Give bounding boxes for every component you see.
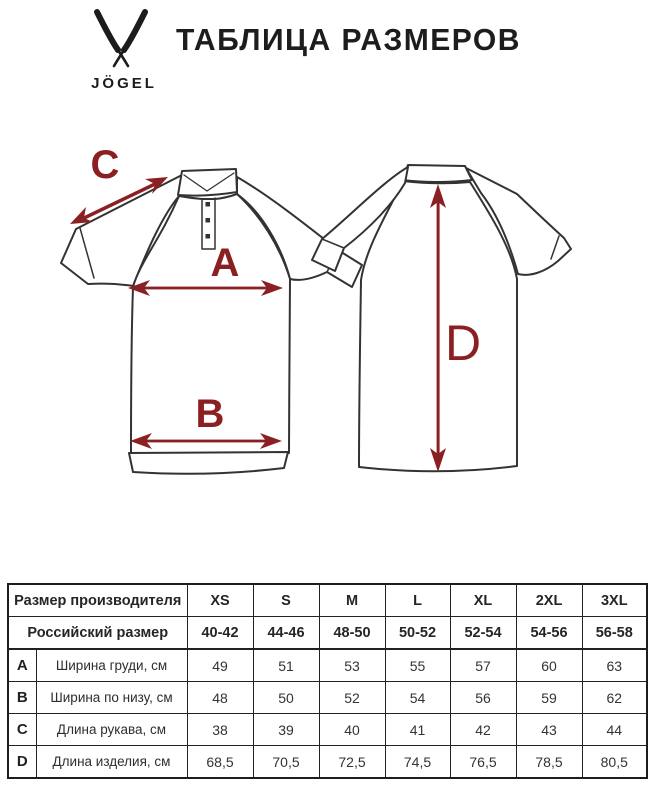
row-label: Длина рукава, см — [35, 713, 188, 746]
value-cell: 53 — [318, 648, 386, 682]
measure-labels: A B C D — [91, 143, 482, 436]
arrow-a-left-head — [128, 280, 150, 296]
arrow-d-top-head — [430, 184, 446, 208]
value-cell: 57 — [449, 648, 517, 682]
value-cell: 40 — [318, 713, 386, 746]
label-d: D — [445, 315, 481, 371]
ru-size-cell: 54-56 — [515, 616, 583, 650]
value-cell: 52 — [318, 681, 386, 714]
value-cell: 41 — [384, 713, 451, 746]
value-cell: 42 — [449, 713, 517, 746]
size-3xl: 3XL — [581, 583, 648, 617]
value-cell: 80,5 — [581, 745, 648, 779]
size-s: S — [252, 583, 320, 617]
back-left-sleeve — [311, 166, 409, 272]
ru-size-cell: 52-54 — [449, 616, 517, 650]
front-collar — [177, 168, 238, 197]
row-letter: A — [7, 648, 37, 682]
value-cell: 63 — [581, 648, 648, 682]
value-cell: 62 — [581, 681, 648, 714]
row-label: Длина изделия, см — [35, 745, 188, 779]
arrow-b-right-head — [260, 433, 282, 449]
value-cell: 44 — [581, 713, 648, 746]
label-a: A — [211, 241, 240, 285]
russian-size-label: Российский размер — [7, 616, 188, 650]
value-cell: 49 — [186, 648, 254, 682]
value-cell: 72,5 — [318, 745, 386, 779]
ru-size-cell: 48-50 — [318, 616, 386, 650]
front-hem-band — [128, 451, 289, 475]
manufacturer-size-row: Размер производителя XS S M L XL 2XL 3XL — [7, 583, 648, 617]
value-cell: 43 — [515, 713, 583, 746]
value-cell: 70,5 — [252, 745, 320, 779]
measure-arrows — [70, 177, 446, 472]
size-table: Размер производителя XS S M L XL 2XL 3XL… — [7, 583, 648, 779]
brand-name: JÖGEL — [91, 75, 157, 92]
value-cell: 54 — [384, 681, 451, 714]
size-2xl: 2XL — [515, 583, 583, 617]
measure-row-c: C Длина рукава, см 38 39 40 41 42 43 44 — [7, 713, 648, 746]
front-placket — [201, 197, 216, 250]
ru-size-cell: 50-52 — [384, 616, 451, 650]
ru-size-cell: 56-58 — [581, 616, 648, 650]
arrow-c-shaft — [80, 182, 157, 221]
front-collar-fold — [183, 172, 235, 192]
arrow-c-upper-head — [145, 177, 168, 194]
ru-size-cell: 40-42 — [186, 616, 254, 650]
jogel-logo-icon — [94, 9, 148, 68]
arrow-b-shaft — [144, 439, 268, 443]
placket-buttons — [205, 202, 210, 239]
row-letter: D — [7, 745, 37, 779]
arrow-d-shaft — [436, 199, 440, 457]
label-c: C — [91, 143, 120, 187]
back-right-cuff-line — [550, 235, 560, 260]
page-title: ТАБЛИЦА РАЗМЕРОВ — [176, 22, 521, 57]
back-left-cuff-line — [321, 238, 345, 249]
value-cell: 60 — [515, 648, 583, 682]
arrow-a-shaft — [142, 286, 269, 290]
value-cell: 55 — [384, 648, 451, 682]
manufacturer-size-label: Размер производителя — [7, 583, 188, 617]
ru-size-cell: 44-46 — [252, 616, 320, 650]
back-right-sleeve — [465, 167, 572, 276]
arrow-d-bottom-head — [430, 448, 446, 472]
value-cell: 59 — [515, 681, 583, 714]
value-cell: 51 — [252, 648, 320, 682]
size-l: L — [384, 583, 451, 617]
value-cell: 56 — [449, 681, 517, 714]
row-letter: C — [7, 713, 37, 746]
size-xl: XL — [449, 583, 517, 617]
label-b: B — [196, 392, 225, 436]
size-m: M — [318, 583, 386, 617]
row-label: Ширина груди, см — [35, 648, 188, 682]
arrow-a-right-head — [261, 280, 283, 296]
row-letter: B — [7, 681, 37, 714]
value-cell: 50 — [252, 681, 320, 714]
value-cell: 48 — [186, 681, 254, 714]
measure-row-a: A Ширина груди, см 49 51 53 55 57 60 63 — [7, 648, 648, 682]
arrow-c-lower-head — [70, 207, 93, 224]
measure-row-b: B Ширина по низу, см 48 50 52 54 56 59 6… — [7, 681, 648, 714]
value-cell: 74,5 — [384, 745, 451, 779]
arrow-b-left-head — [130, 433, 152, 449]
brand-logo: JÖGEL — [74, 6, 174, 92]
back-collar — [401, 164, 473, 183]
value-cell: 39 — [252, 713, 320, 746]
value-cell: 68,5 — [186, 745, 254, 779]
value-cell: 38 — [186, 713, 254, 746]
value-cell: 76,5 — [449, 745, 517, 779]
size-xs: XS — [186, 583, 254, 617]
measure-row-d: D Длина изделия, см 68,5 70,5 72,5 74,5 … — [7, 745, 648, 779]
front-left-cuff-line — [79, 227, 95, 279]
size-diagram: A B C D — [60, 143, 572, 475]
row-label: Ширина по низу, см — [35, 681, 188, 714]
value-cell: 78,5 — [515, 745, 583, 779]
russian-size-row: Российский размер 40-42 44-46 48-50 50-5… — [7, 616, 648, 650]
